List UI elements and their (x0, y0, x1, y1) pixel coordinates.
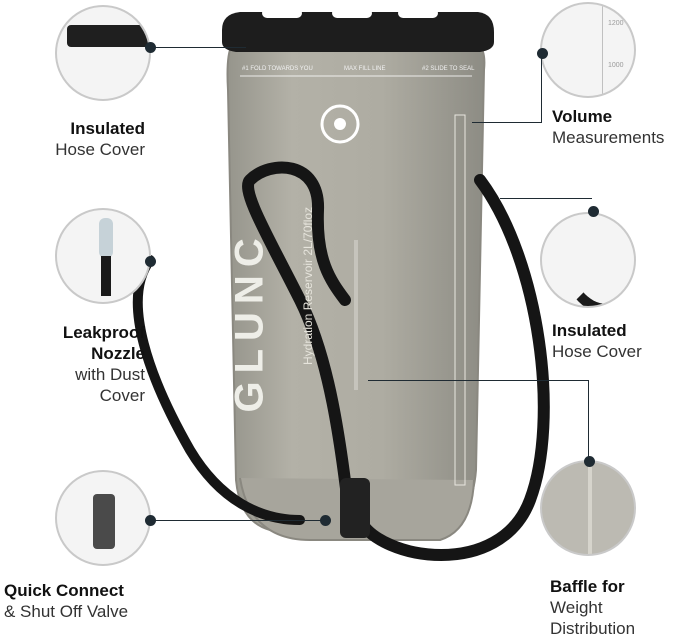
clip-slot (262, 8, 302, 18)
brand-logo-dot (334, 118, 346, 130)
product-subtitle: Hydration Reservoir 2L/70floz (301, 206, 315, 365)
callout-dot (584, 456, 595, 467)
quick-connect-title: Quick Connect (4, 581, 124, 600)
drinking-hose (242, 161, 550, 561)
brand-name: GLUNC (227, 230, 272, 413)
baffle-line (354, 240, 358, 390)
callout-line (541, 53, 542, 123)
baffle-closeup (588, 462, 592, 554)
callout-line (472, 122, 542, 123)
nozzle-tube (101, 256, 111, 296)
nozzle-label: Leakproof Nozzle with Dust Cover (10, 322, 145, 406)
nozzle-hose (132, 255, 305, 525)
callout-dot (537, 48, 548, 59)
nozzle-title-1: Leakproof (62, 323, 145, 342)
callout-line (150, 520, 325, 521)
top-print-fold: #1 FOLD TOWARDS YOU (242, 66, 313, 72)
baffle-label: Baffle for Weight Distribution (550, 576, 679, 639)
top-print-slide: #2 SLIDE TO SEAL (422, 66, 475, 72)
quick-connect-photo (55, 470, 151, 566)
quick-connect-subtitle: & Shut Off Valve (4, 602, 129, 621)
nozzle-photo (55, 208, 151, 304)
callout-dot (588, 206, 599, 217)
nozzle-sub-2: Cover (99, 386, 145, 405)
clip-slot (332, 8, 372, 18)
baffle-sub-2: Distribution (550, 619, 636, 638)
callout-dot (145, 256, 156, 267)
hose-cover-top-subtitle: Hose Cover (55, 140, 145, 159)
hose-cover-right-title: Insulated (552, 321, 627, 340)
nozzle-title-2: Nozzle (91, 344, 145, 363)
baffle-sub-1: Weight (550, 598, 603, 617)
quick-connect-fitting (340, 478, 370, 538)
volume-title: Volume (552, 107, 613, 126)
volume-scale (454, 114, 466, 486)
slide-clip (222, 12, 494, 52)
volume-subtitle: Measurements (552, 128, 665, 147)
hose-cover-top-title: Insulated (70, 119, 145, 138)
baffle-title: Baffle for (550, 577, 625, 596)
volume-tick-1200: 1200 (608, 20, 624, 27)
volume-tick-1000: 1000 (608, 62, 624, 69)
hose-closeup (562, 214, 634, 306)
callout-dot (320, 515, 331, 526)
hose-cover-right-label: Insulated Hose Cover (552, 320, 679, 362)
volume-photo: 1200 1000 (540, 2, 636, 98)
baffle-photo (540, 460, 636, 556)
top-print-max-fill: MAX FILL LINE (344, 66, 386, 72)
callout-line (368, 380, 589, 381)
volume-label: Volume Measurements (552, 106, 679, 148)
callout-line (588, 380, 589, 460)
clip-slot (398, 8, 438, 18)
brand-logo-circle (320, 104, 360, 144)
hose-cover-right-photo (540, 212, 636, 308)
nozzle-closeup (99, 218, 113, 258)
callout-line (500, 198, 592, 199)
volume-scale-closeup (602, 4, 603, 96)
nozzle-sub-1: with Dust (75, 365, 145, 384)
callout-line (150, 47, 246, 48)
hose-cover-top-label: Insulated Hose Cover (10, 118, 145, 160)
hose-cover-top-photo (55, 5, 151, 101)
hose-cover-right-subtitle: Hose Cover (552, 342, 642, 361)
quick-connect-closeup (93, 494, 115, 549)
hose-cover-closeup (67, 25, 149, 47)
quick-connect-label: Quick Connect & Shut Off Valve (4, 580, 174, 622)
